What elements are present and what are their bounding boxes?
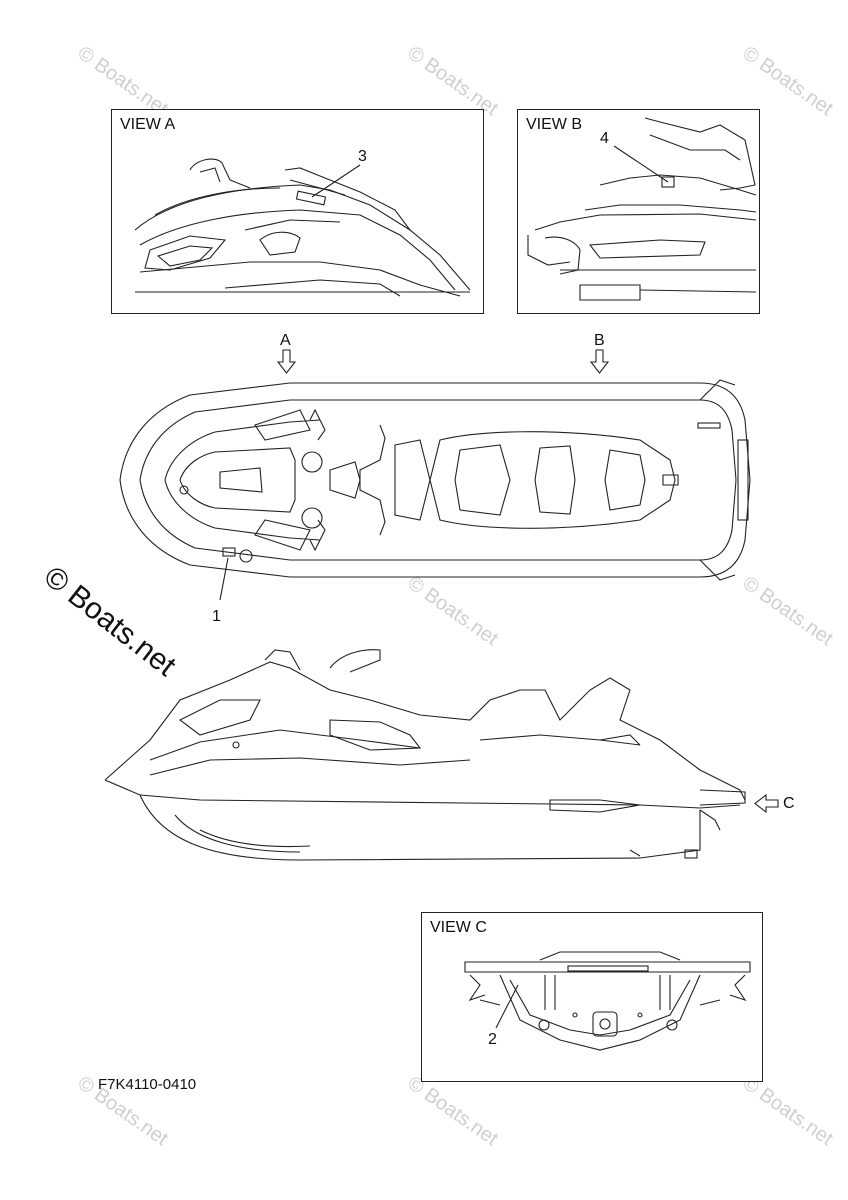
diagram-code: F7K4110-0410 — [98, 1076, 197, 1093]
top-view-drawing — [119, 379, 751, 601]
arrow-c-label: C — [783, 795, 795, 812]
view-a-drawing — [134, 158, 471, 297]
view-c-label: VIEW C — [430, 919, 487, 936]
view-a-panel: VIEW A — [111, 109, 484, 314]
view-b-label: VIEW B — [526, 116, 583, 133]
view-b-drawing — [527, 117, 757, 301]
arrow-a-icon — [276, 349, 297, 374]
view-a-label: VIEW A — [120, 116, 176, 133]
arrow-c-icon — [754, 793, 779, 814]
callout-4: 4 — [600, 130, 609, 147]
arrow-b-icon — [589, 349, 610, 374]
side-view-drawing — [104, 649, 746, 861]
arrow-b-label: B — [594, 332, 605, 349]
view-c-drawing — [464, 951, 751, 1051]
view-b-panel: VIEW B — [517, 109, 760, 314]
callout-3: 3 — [358, 148, 367, 165]
arrow-a-label: A — [280, 332, 291, 349]
callout-1: 1 — [212, 608, 221, 625]
callout-2: 2 — [488, 1031, 497, 1048]
